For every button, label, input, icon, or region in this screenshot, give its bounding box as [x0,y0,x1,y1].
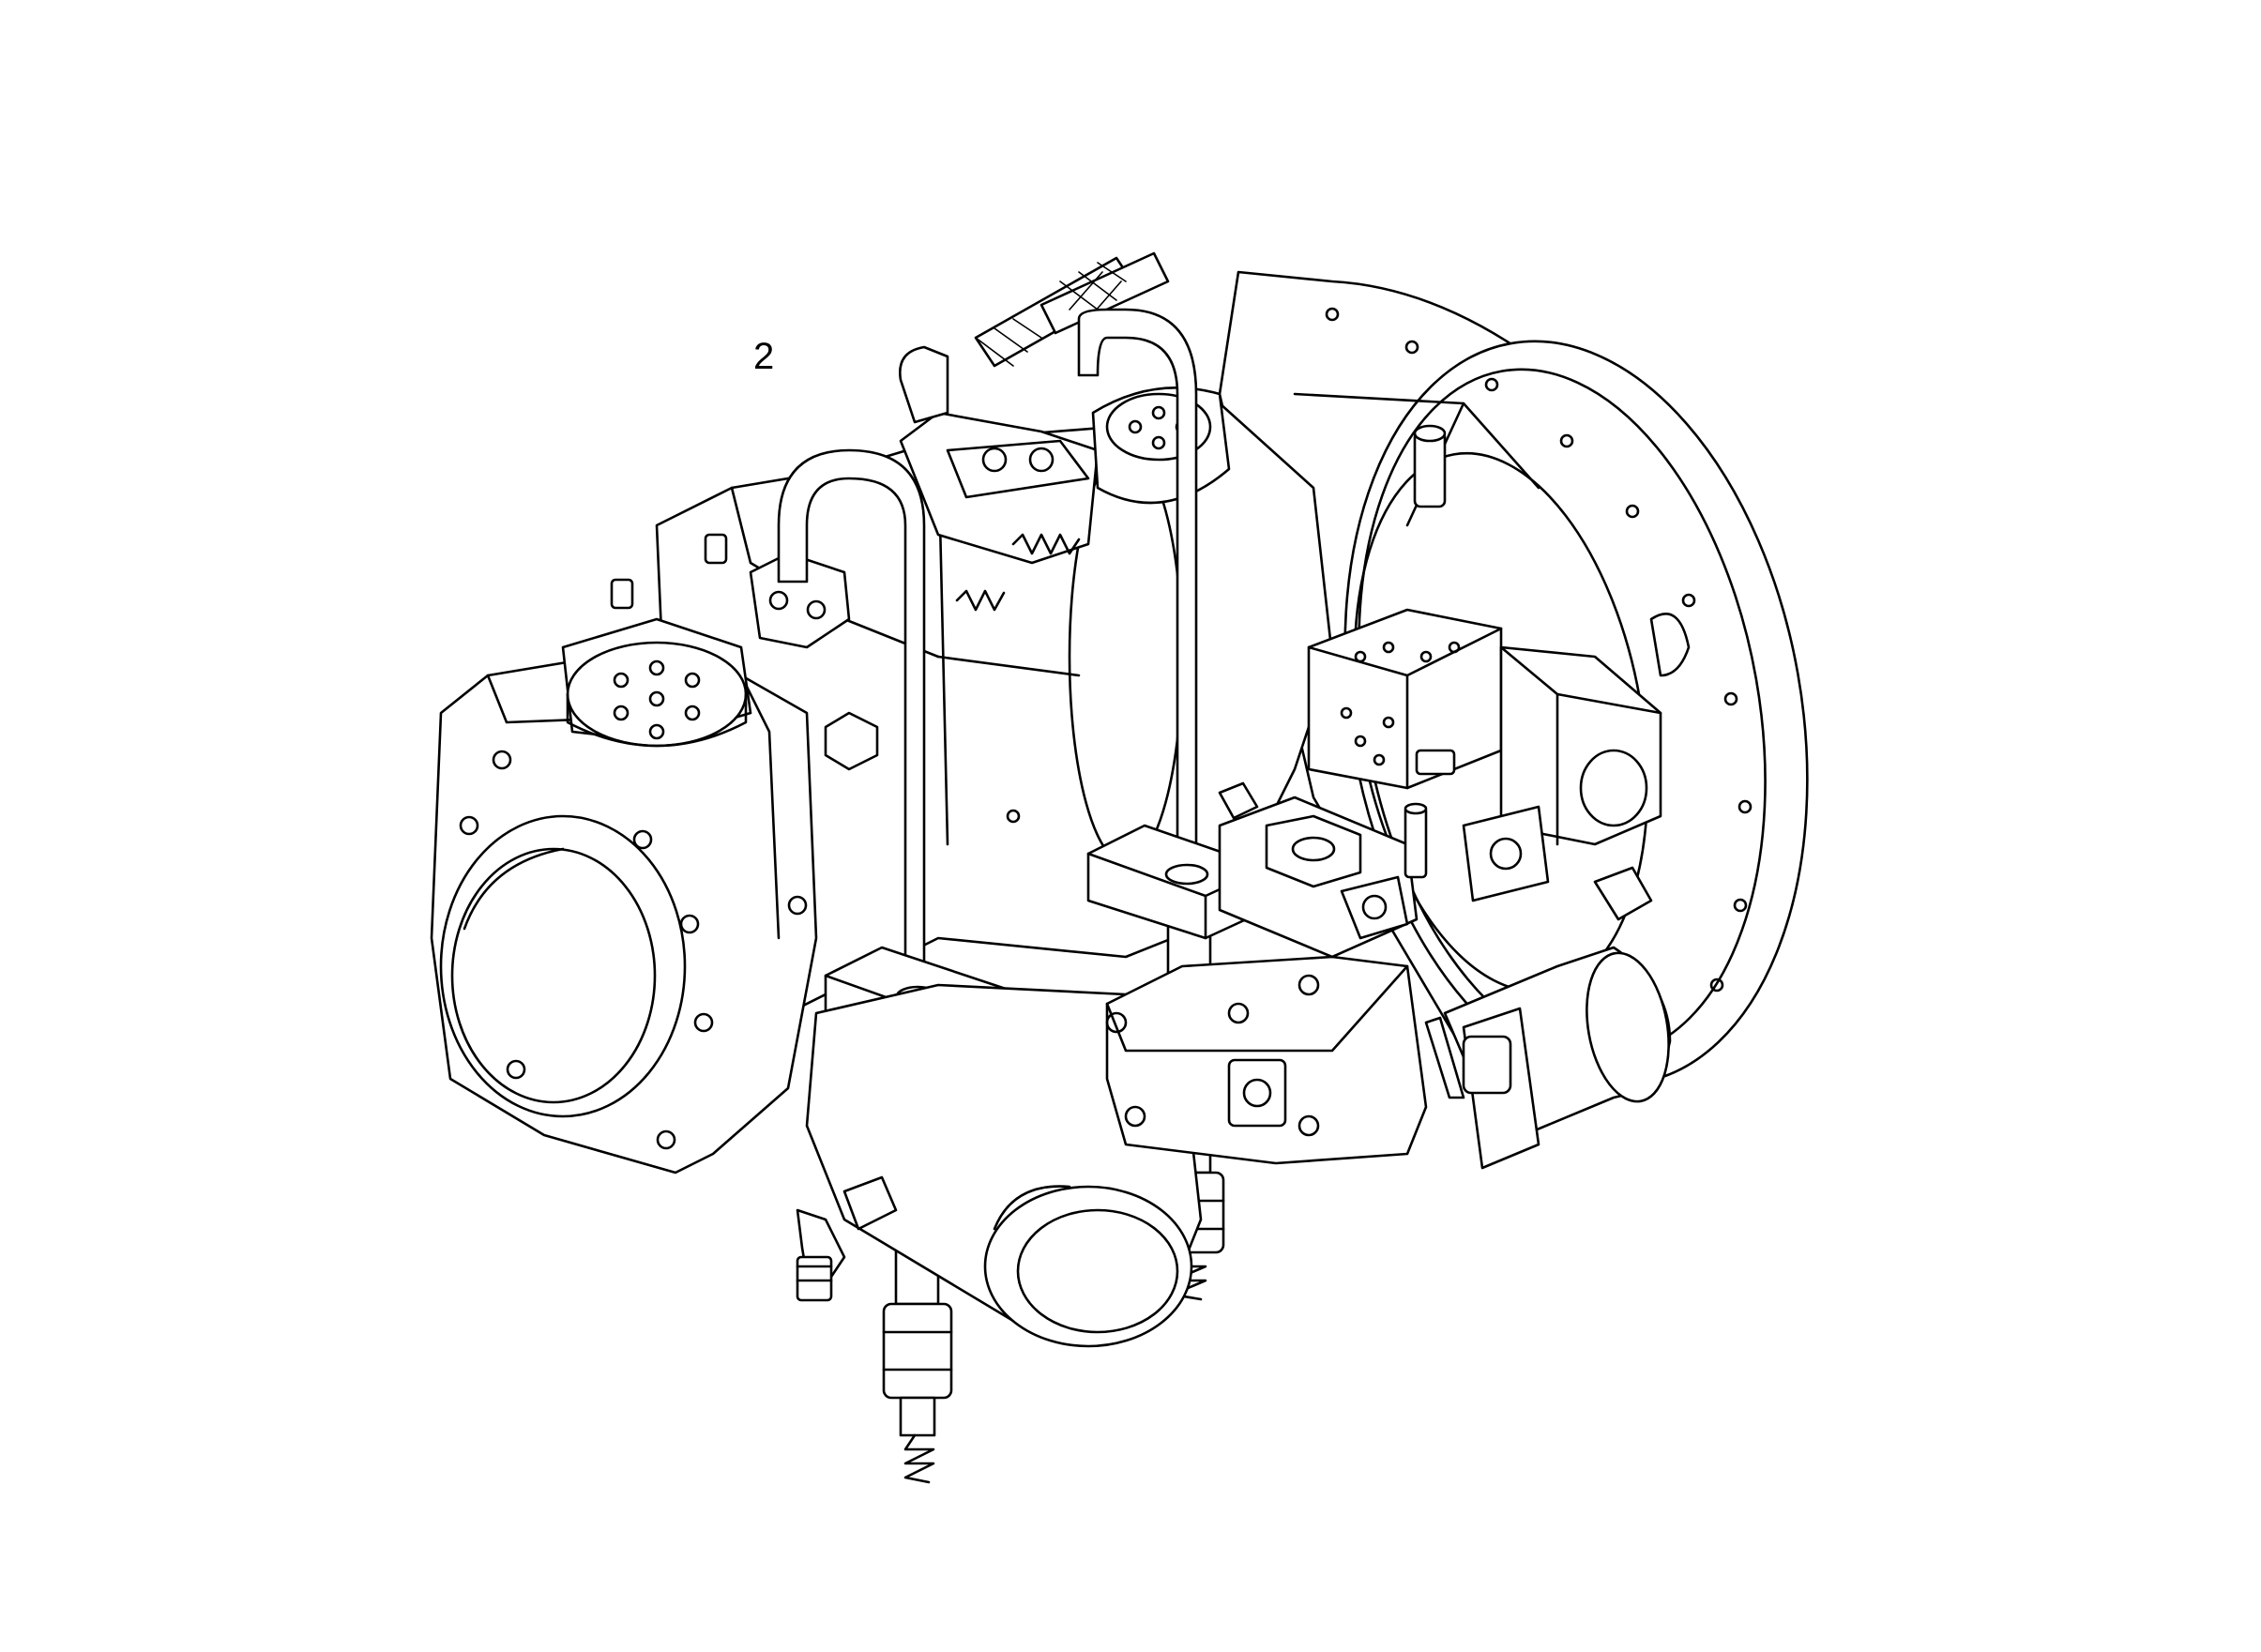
callout-number-2[interactable]: 2 [753,336,774,377]
braided-hoses [898,251,1170,424]
left-pump-housing [430,617,879,1175]
flange-bolt-holes [1325,307,1753,993]
spring-fittings-upper [955,533,1081,612]
housing-bolts [459,750,808,1150]
cover-bolts [613,659,701,740]
right-variable-pump [1105,781,1428,1165]
valve-ports [1340,641,1461,766]
misc-fittings [610,533,1320,1137]
lower-charge-pump [796,983,1203,1348]
solenoid-actuator [1424,866,1672,1170]
control-valve-block [1307,608,1662,902]
